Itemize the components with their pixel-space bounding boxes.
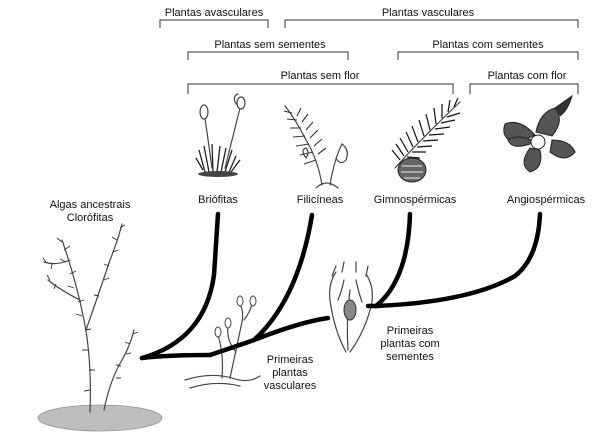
algae-icon [37, 223, 163, 432]
brace-plantas-com-sementes: Plantas com sementes [397, 39, 579, 60]
label-algas-ancestrais: Algas ancestrais [50, 199, 131, 211]
label-plantas-sem-flor: Plantas sem flor [281, 70, 360, 82]
label-event-sementes-1: Primeiras [387, 325, 434, 337]
label-event-vasculares-2: plantas [272, 367, 308, 379]
label-plantas-vasculares: Plantas vasculares [382, 7, 475, 19]
branch-briofitas [139, 211, 221, 361]
label-plantas-com-flor: Plantas com flor [488, 70, 567, 82]
label-event-sementes-3: sementes [386, 351, 434, 363]
conifer-branch-icon [391, 97, 461, 183]
label-event-vasculares-3: vasculares [264, 380, 317, 392]
label-clorofitas: Clorófitas [67, 212, 114, 224]
label-filicineas: Filicíneas [297, 194, 344, 206]
brace-plantas-sem-sementes: Plantas sem sementes [187, 39, 349, 60]
flower-icon [503, 94, 576, 173]
label-plantas-com-sementes: Plantas com sementes [432, 39, 544, 51]
phylogenetic-tree [139, 211, 543, 361]
early-seed-plant-icon [329, 261, 373, 353]
brace-plantas-sem-flor: Plantas sem flor [187, 70, 454, 94]
brace-plantas-avasculares: Plantas avasculares [159, 7, 269, 28]
label-plantas-sem-sementes: Plantas sem sementes [214, 39, 326, 51]
early-vascular-plant-icon [184, 295, 261, 389]
fern-icon [283, 105, 348, 189]
label-event-sementes-2: plantas com [380, 338, 439, 350]
label-angiospermicas: Angiospérmicas [507, 194, 586, 206]
brace-plantas-com-flor: Plantas com flor [469, 70, 579, 94]
branch-gimnospermicas [373, 211, 413, 309]
moss-icon [195, 93, 246, 177]
label-gimnospermicas: Gimnospérmicas [374, 194, 457, 206]
branch-filicineas [251, 212, 315, 343]
label-event-vasculares-1: Primeiras [267, 354, 314, 366]
branch-angiospermicas [373, 211, 543, 309]
label-plantas-avasculares: Plantas avasculares [165, 7, 264, 19]
brace-plantas-vasculares: Plantas vasculares [284, 7, 579, 28]
label-briofitas: Briófitas [198, 194, 238, 206]
